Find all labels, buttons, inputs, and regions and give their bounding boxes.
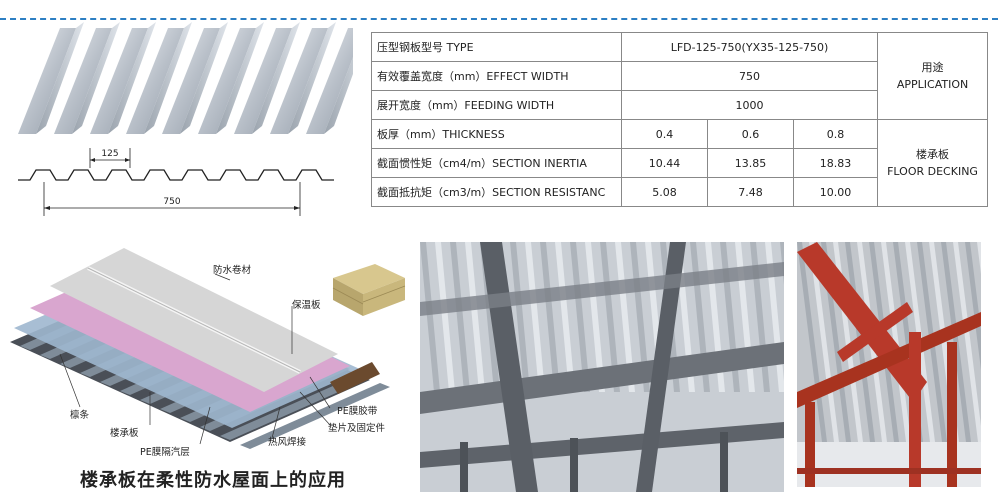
deck-rib: [220, 374, 370, 440]
corrugated-sheet-image: [18, 22, 353, 134]
sheet-ridge: [54, 28, 112, 134]
table-row: 展开宽度（mm）FEEDING WIDTH 1000: [371, 90, 988, 120]
label-waterproof-membrane: 防水卷材: [213, 265, 252, 276]
row-value: LFD-125-750(YX35-125-750): [620, 32, 879, 62]
sheet-ridge: [126, 28, 184, 134]
row-label: 板厚（mm）THICKNESS: [371, 119, 622, 149]
sheet-ridge: [162, 28, 220, 134]
deck-rib: [953, 242, 981, 442]
label-hot-air-welding: 热风焊接: [268, 437, 307, 448]
table-row: 板厚（mm）THICKNESS 0.4 0.6 0.8 楼承板 FLOOR DE…: [371, 119, 989, 207]
application-cn: 楼承板: [916, 148, 950, 161]
deck-rib: [570, 242, 590, 392]
label-pe-tape: PE膜胶带: [337, 406, 378, 417]
cell-value: 10.00: [792, 177, 879, 207]
deck-rib: [240, 383, 390, 449]
deck-rib: [615, 242, 635, 392]
sheet-ridge-side: [72, 22, 120, 134]
cell-value: 18.83: [792, 148, 879, 178]
steel-structure-photo-1: [420, 242, 784, 492]
profile-line: [18, 169, 334, 181]
cell-value: 10.44: [621, 148, 708, 178]
deck-rib: [965, 242, 981, 370]
cell-value: 0.4: [621, 119, 708, 149]
width-label: 750: [163, 197, 180, 207]
deck-rib: [977, 242, 981, 274]
deck-rib: [585, 242, 605, 392]
sheet-ridge: [306, 28, 353, 134]
row-label: 截面抵抗矩（cm3/m）SECTION RESISTANC: [371, 177, 622, 207]
deck-rib: [450, 242, 470, 392]
table-row: 截面惯性矩（cm4/m）SECTION INERTIA 10.44 13.85 …: [371, 148, 988, 178]
deck-rib: [555, 242, 575, 392]
row-value: 1000: [620, 90, 879, 120]
sheet-ridge-side: [108, 22, 156, 134]
table-row: 压型钢板型号 TYPE LFD-125-750(YX35-125-750) 用途…: [371, 32, 989, 120]
deck-rib: [600, 242, 620, 392]
profile-section-drawing: 125 750: [18, 148, 334, 216]
sheet-ridge-side: [324, 57, 353, 134]
deck-rib: [510, 242, 530, 392]
sheet-ridge: [90, 28, 148, 134]
deck-rib: [480, 242, 500, 392]
sheet-ridge: [198, 28, 256, 134]
insulation-board-image: [332, 264, 406, 316]
deck-rib: [540, 242, 560, 392]
deck-rib: [525, 242, 545, 392]
deck-rib: [420, 242, 440, 392]
row-value: 750: [620, 61, 879, 91]
sheet-ridge-side: [288, 22, 336, 134]
deck-rib: [435, 242, 455, 392]
sheet-ridge-side: [180, 22, 228, 134]
sheet-ridge: [234, 28, 292, 134]
application-header-en: APPLICATION: [896, 78, 969, 91]
top-dashed-divider: [0, 18, 998, 20]
deck-rib: [881, 242, 911, 442]
table-row: 截面抵抗矩（cm3/m）SECTION RESISTANC 5.08 7.48 …: [371, 177, 988, 207]
spec-table: 压型钢板型号 TYPE LFD-125-750(YX35-125-750) 用途…: [371, 32, 989, 207]
steel-structure-photo-2: [797, 242, 981, 487]
cell-value: 7.48: [707, 177, 794, 207]
sheet-ridge-side: [36, 22, 84, 134]
table-row: 有效覆盖宽度（mm）EFFECT WIDTH 750: [371, 61, 988, 91]
cell-value: 0.6: [707, 119, 794, 149]
row-label: 展开宽度（mm）FEEDING WIDTH: [371, 90, 622, 120]
application-header-cell: 用途 APPLICATION: [877, 32, 989, 120]
label-pe-vapor-barrier: PE膜隔汽层: [140, 447, 190, 458]
diagram-caption: 楼承板在柔性防水屋面上的应用: [80, 470, 346, 491]
sheet-ridge-side: [144, 22, 192, 134]
cell-value: 5.08: [621, 177, 708, 207]
sheet-ridge-side: [216, 22, 264, 134]
row-label: 截面惯性矩（cm4/m）SECTION INERTIA: [371, 148, 622, 178]
sheet-ridge: [270, 28, 328, 134]
label-purlin: 檩条: [70, 410, 90, 421]
label-floor-deck: 楼承板: [110, 428, 139, 439]
cell-value: 13.85: [707, 148, 794, 178]
row-label: 压型钢板型号 TYPE: [371, 32, 622, 62]
label-insulation-board: 保温板: [292, 300, 321, 311]
sheet-ridge-side: [252, 22, 300, 134]
application-header-cn: 用途: [921, 61, 944, 74]
application-en: FLOOR DECKING: [887, 165, 978, 178]
roof-layer-diagram: [10, 248, 390, 449]
deck-rib: [465, 242, 485, 392]
pitch-label: 125: [101, 149, 118, 159]
application-cell: 楼承板 FLOOR DECKING: [877, 119, 989, 207]
sheet-ridge: [18, 28, 76, 134]
cell-value: 0.8: [792, 119, 879, 149]
row-label: 有效覆盖宽度（mm）EFFECT WIDTH: [371, 61, 622, 91]
label-gasket-fastener: 垫片及固定件: [328, 423, 386, 434]
